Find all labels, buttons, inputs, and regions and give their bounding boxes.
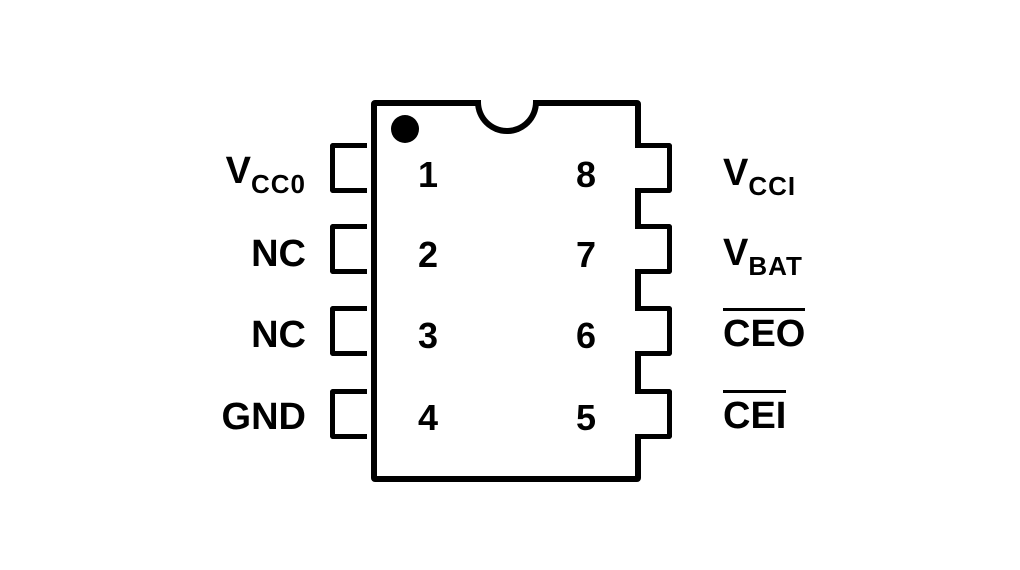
pin-label-8-main: V [723,152,749,194]
pin-label-2-main: NC [251,233,306,275]
pin-number-8: 8 [575,154,597,195]
pin-label-8-sub: CCI [748,171,797,201]
pin-6-lead [635,306,672,356]
ic-body [371,100,641,482]
pin-1-lead [330,143,367,193]
pin-label-3: NC [146,316,306,354]
pin-label-3-main: NC [251,314,306,356]
pin-label-6: CEO [723,308,806,353]
pin-label-7-sub: BAT [748,251,803,281]
pin-4-lead [330,389,367,439]
pin-number-7: 7 [575,234,597,275]
pin-7-lead [635,224,672,274]
pin1-indicator-dot [391,115,419,143]
pin-5-lead [635,389,672,439]
pin-label-1-sub: CC0 [250,169,306,199]
pin-label-1: VCC0 [146,150,306,197]
pin-number-4: 4 [417,397,439,438]
pin-label-5: CEI [723,390,787,435]
pin-number-5: 5 [575,397,597,438]
pin-3-lead [330,306,367,356]
pin-label-1-main: V [225,150,251,192]
pin-label-7: VBAT [723,232,803,279]
pin-label-7-main: V [723,232,749,274]
pin-number-2: 2 [417,234,439,275]
pin-label-4-main: GND [221,396,306,438]
pin-label-6-main-active-low: CEO [723,308,806,353]
pin-number-3: 3 [417,315,439,356]
pin-label-4: GND [146,398,306,436]
pin-label-2: NC [146,235,306,273]
pin-2-lead [330,224,367,274]
pin-label-8: VCCI [723,152,796,199]
pin-number-6: 6 [575,315,597,356]
pin-8-lead [635,143,672,193]
pin-number-1: 1 [417,154,439,195]
pin-label-5-main-active-low: CEI [723,390,787,435]
